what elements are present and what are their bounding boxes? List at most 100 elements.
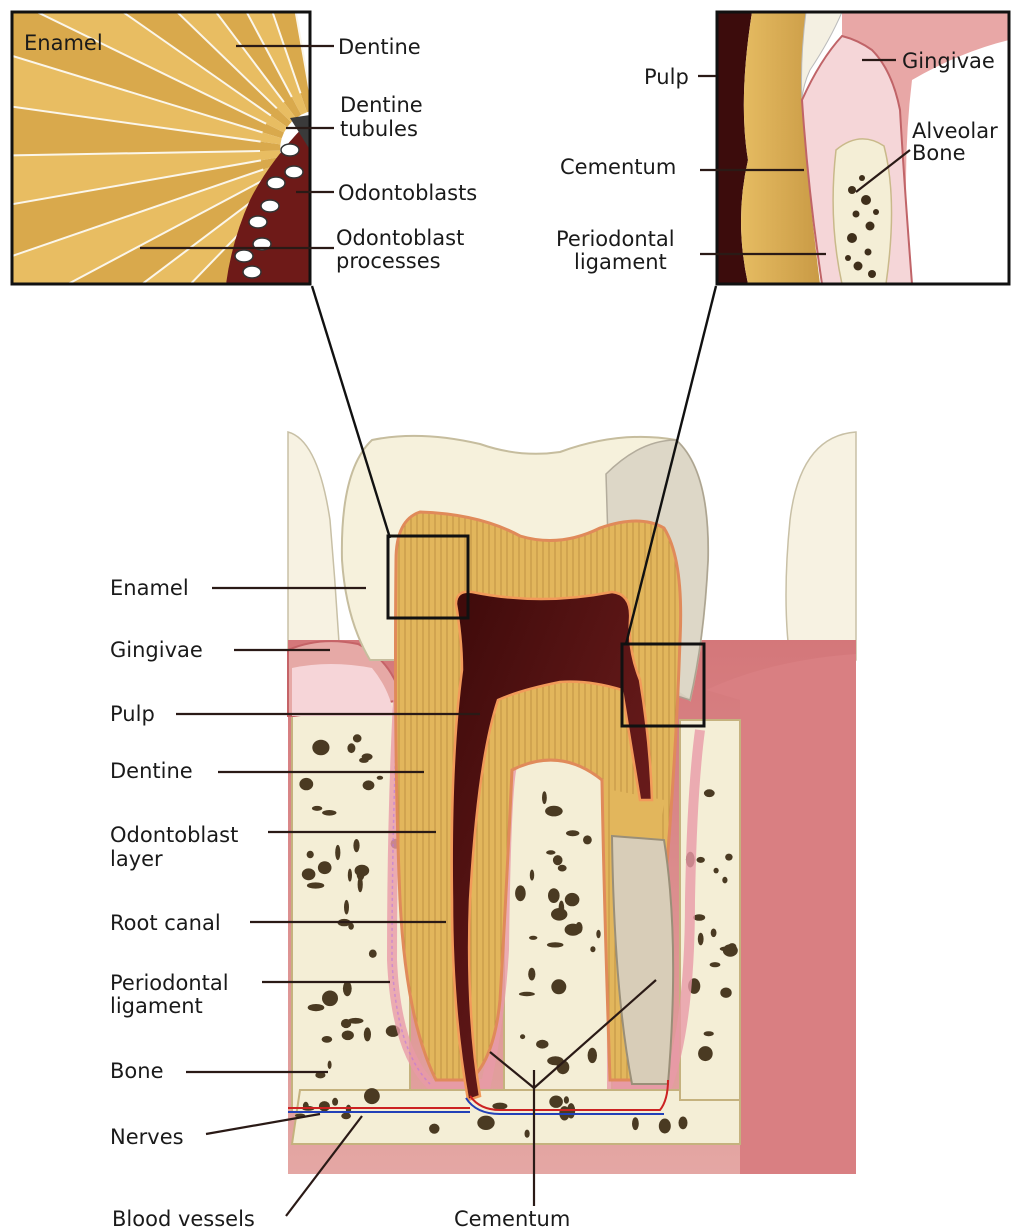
bone-pore: [519, 992, 535, 996]
label-dentine: Dentine: [110, 759, 193, 783]
label-odontoblast-layer-2: layer: [110, 847, 163, 871]
label-dentine-inset: Dentine: [338, 35, 421, 59]
bone-pore: [322, 991, 338, 1007]
bone-pore: [342, 1031, 354, 1041]
bone-pore: [318, 861, 332, 874]
bone-pore: [359, 758, 369, 763]
bone-pore: [704, 789, 715, 797]
label-odontoblast-processes-1: Odontoblast: [336, 226, 464, 250]
bone-pore: [307, 851, 314, 859]
label-bone: Bone: [110, 1059, 163, 1083]
bone-pore: [347, 743, 355, 753]
bone-pore: [546, 850, 555, 854]
label-nerves: Nerves: [110, 1125, 184, 1149]
bone-pore: [363, 780, 375, 790]
bone-pore: [343, 981, 352, 996]
bone-pore: [679, 1117, 688, 1130]
bone-pore: [596, 930, 600, 939]
label-dentine-tubules-2: tubules: [340, 117, 418, 141]
neighbour-tooth-left: [288, 432, 340, 660]
bone-pore: [565, 893, 580, 906]
label-root-canal: Root canal: [110, 911, 221, 935]
bone-pore: [355, 865, 370, 877]
bone-pore: [549, 1096, 563, 1108]
bone-pore: [698, 1046, 713, 1061]
bone-pore: [377, 776, 383, 780]
bone-pore: [547, 942, 564, 947]
label-odontoblast-processes-2: processes: [336, 249, 441, 273]
bone-pore: [545, 806, 563, 817]
bone-pore: [302, 868, 316, 880]
bone-pore: [364, 1027, 371, 1041]
bone-pore: [583, 835, 592, 844]
bone-floor: [292, 1090, 740, 1144]
bone-pore: [328, 1061, 332, 1069]
bone-pore: [711, 929, 717, 938]
label-enamel-inset: Enamel: [24, 31, 103, 55]
bone-pore: [698, 933, 704, 946]
bone-pore: [564, 1096, 569, 1104]
label-periodontal-ligament-inset-2: ligament: [574, 250, 667, 274]
label-cementum: Cementum: [454, 1207, 570, 1231]
label-periodontal-ligament-inset-1: Periodontal: [556, 227, 675, 251]
bone-pore: [312, 806, 322, 811]
label-enamel: Enamel: [110, 576, 189, 600]
label-alveolar-bone-1: Alveolar: [912, 119, 998, 143]
bone-pore: [551, 979, 566, 994]
bone-pore: [353, 734, 362, 742]
bone-pore: [528, 968, 535, 981]
alveolar-bone: [833, 139, 891, 284]
bone-pore: [353, 839, 359, 852]
bone-pore: [551, 908, 567, 921]
bone-pore: [319, 1101, 330, 1111]
bone-pore: [477, 1116, 494, 1130]
bone-pore: [536, 1040, 548, 1049]
bone-pore: [720, 988, 731, 998]
bone-pore: [590, 946, 595, 952]
bone-pore: [308, 1004, 325, 1011]
tooth-cross-section: [288, 432, 856, 1174]
bone-pore: [693, 914, 705, 921]
bone-pore: [358, 877, 363, 893]
label-odontoblast-layer-1: Odontoblast: [110, 823, 238, 847]
bone-pore: [588, 1048, 597, 1063]
bone-pore: [558, 865, 567, 872]
label-dentine-tubules-1: Dentine: [340, 93, 423, 117]
label-pulp-inset: Pulp: [644, 65, 689, 89]
bone-pore: [553, 855, 563, 865]
bone-pore: [704, 1031, 714, 1036]
bone-pore: [318, 741, 323, 745]
bone-pore: [348, 869, 352, 882]
bone-pore: [429, 1124, 439, 1134]
label-odontoblasts: Odontoblasts: [338, 181, 477, 205]
inset-periodontal-detail: Pulp Gingivae Cementum Alveolar Bone Per…: [556, 12, 1009, 284]
bone-pore: [525, 1130, 530, 1138]
label-pulp: Pulp: [110, 702, 155, 726]
bone-pore: [722, 877, 727, 884]
bone-pore: [548, 888, 560, 903]
bone-pore: [697, 857, 705, 863]
bone-pore: [515, 885, 526, 901]
bone-pore: [344, 900, 349, 915]
neighbour-tooth-right: [786, 432, 856, 660]
bone-pore: [530, 870, 534, 881]
label-blood-vessels: Blood vessels: [112, 1207, 255, 1231]
bone-pore: [520, 1034, 525, 1039]
bone-pore: [322, 1036, 333, 1043]
bone-pore: [335, 845, 340, 860]
bone-pore: [369, 950, 377, 958]
bone-pore: [348, 1018, 364, 1024]
bone-pore: [566, 830, 579, 836]
bone-pore: [492, 1103, 507, 1110]
label-alveolar-bone-2: Bone: [912, 141, 965, 165]
bone-pore: [529, 936, 537, 940]
bone-pore: [364, 1088, 380, 1104]
bone-pore: [542, 791, 547, 804]
bone-pore: [632, 1117, 639, 1130]
label-gingivae: Gingivae: [110, 638, 203, 662]
bone-pore: [575, 922, 582, 934]
bone-pore: [307, 882, 324, 888]
bone-pore: [725, 854, 732, 861]
bone-pore: [341, 1113, 351, 1120]
